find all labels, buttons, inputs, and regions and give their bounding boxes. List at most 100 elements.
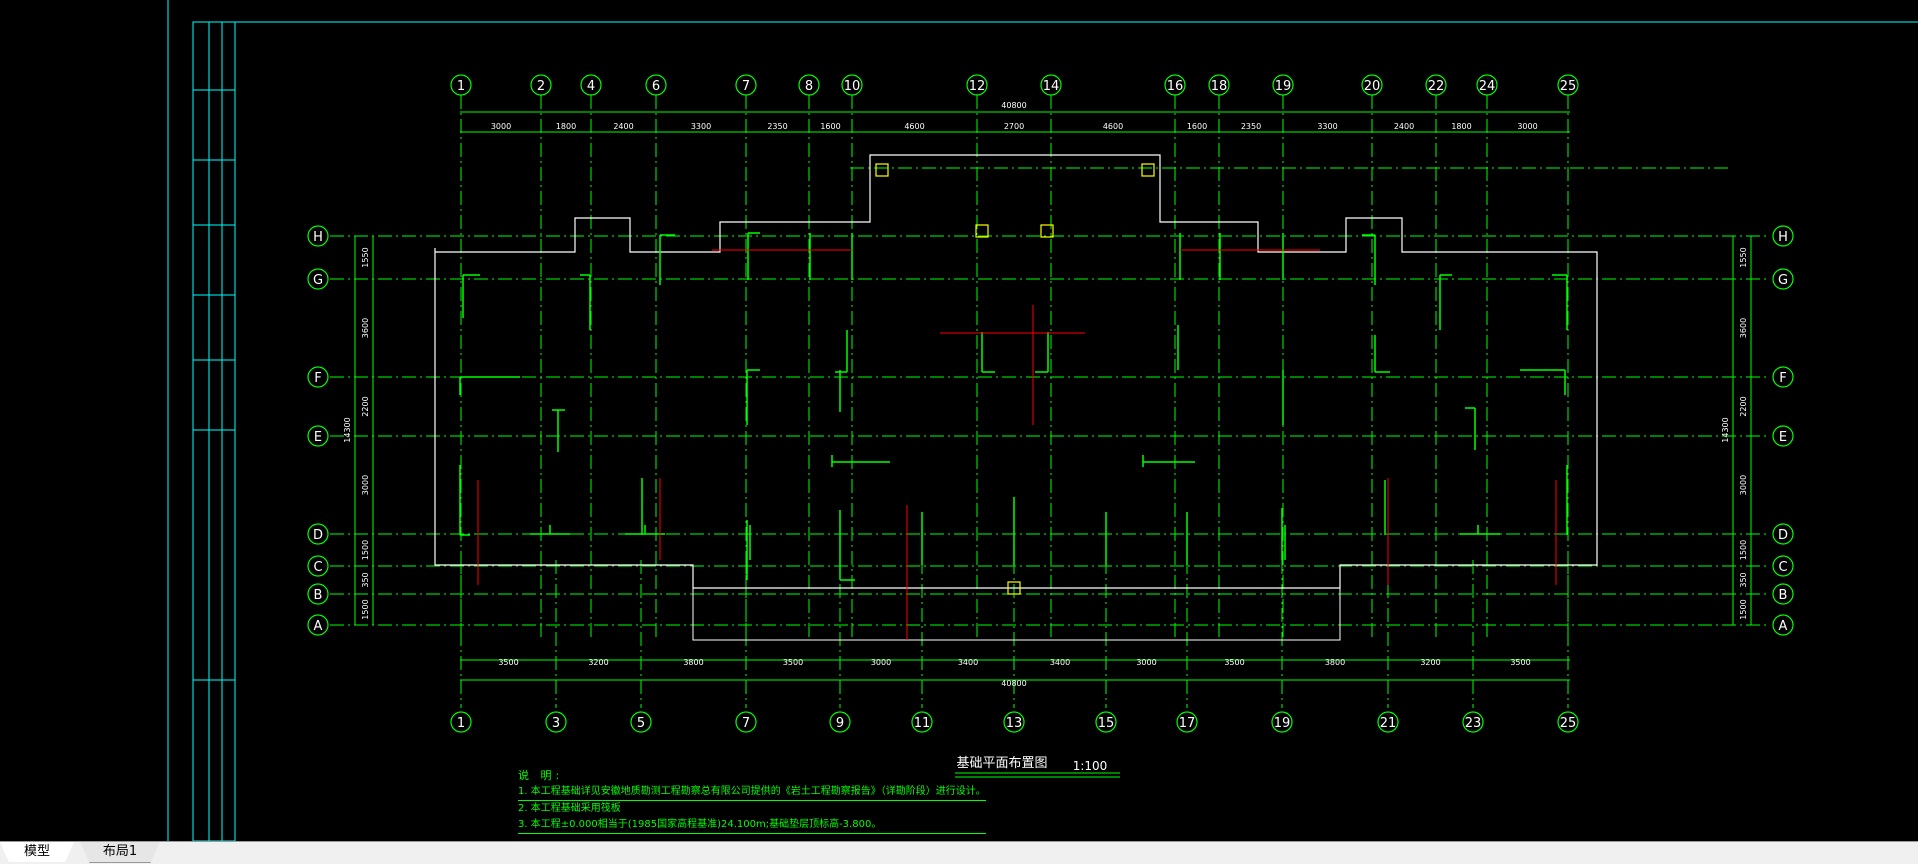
axis-right-E: E — [1772, 425, 1794, 447]
wall-12 — [1439, 274, 1452, 330]
wall-14 — [459, 376, 520, 395]
left-total-dimension: 14300 — [343, 417, 352, 442]
column-3 — [975, 224, 989, 238]
axis-top-18: 18 — [1208, 74, 1230, 96]
axis-left-C: C — [307, 555, 329, 577]
svg-text:2: 2 — [537, 79, 545, 94]
svg-text:D: D — [313, 528, 323, 543]
svg-text:10: 10 — [844, 79, 861, 94]
axis-top-4: 4 — [580, 74, 602, 96]
dimension-label: 3800 — [1325, 658, 1345, 667]
column-5 — [1007, 581, 1021, 595]
drawing-title: 基础平面布置图 — [956, 756, 1047, 771]
axis-bottom-13: 13 — [1003, 711, 1025, 733]
dimension-lines — [354, 111, 1752, 681]
svg-text:12: 12 — [969, 79, 986, 94]
dimension-label: 3600 — [361, 318, 370, 338]
vertical-axis-lines — [460, 95, 1569, 708]
axis-bottom-23: 23 — [1462, 711, 1484, 733]
axis-bottom-17: 17 — [1176, 711, 1198, 733]
axis-bottom-7: 7 — [735, 711, 757, 733]
dimension-label: 3500 — [498, 658, 518, 667]
dimension-label: 1550 — [361, 247, 370, 267]
svg-text:1: 1 — [457, 716, 465, 731]
svg-text:E: E — [1779, 430, 1787, 445]
axis-top-20: 20 — [1361, 74, 1383, 96]
dimension-label: 3000 — [1136, 658, 1156, 667]
dimension-label: 3300 — [1317, 122, 1337, 131]
column-4 — [1040, 224, 1054, 238]
wall-3 — [659, 234, 675, 285]
wall-7 — [835, 330, 848, 373]
svg-text:15: 15 — [1098, 716, 1115, 731]
svg-text:8: 8 — [805, 79, 813, 94]
tab-model[interactable]: 模型 — [0, 842, 74, 862]
wall-30 — [839, 510, 855, 581]
svg-text:3: 3 — [552, 716, 560, 731]
axis-top-24: 24 — [1476, 74, 1498, 96]
svg-text:18: 18 — [1211, 79, 1228, 94]
svg-text:C: C — [313, 560, 322, 575]
note-3: 3. 本工程±0.000相当于(1985国家高程基准)24.100m;基础垫层顶… — [518, 817, 986, 834]
axis-bottom-11: 11 — [911, 711, 933, 733]
dimension-label: 4600 — [904, 122, 924, 131]
axis-right-H: H — [1772, 225, 1794, 247]
axis-right-G: G — [1772, 268, 1794, 290]
axis-top-1: 1 — [450, 74, 472, 96]
dimension-label: 2700 — [1004, 122, 1024, 131]
axis-bottom-15: 15 — [1095, 711, 1117, 733]
dimension-label: 3000 — [1517, 122, 1537, 131]
axis-bottom-3: 3 — [545, 711, 567, 733]
drawing-scale: 1:100 — [1073, 759, 1108, 773]
svg-text:20: 20 — [1364, 79, 1381, 94]
svg-text:22: 22 — [1428, 79, 1445, 94]
svg-text:B: B — [314, 588, 323, 603]
axis-top-25: 25 — [1557, 74, 1579, 96]
dimension-label: 3500 — [783, 658, 803, 667]
axis-left-E: E — [307, 425, 329, 447]
axis-right-F: F — [1772, 366, 1794, 388]
wall-1 — [462, 274, 480, 318]
dimension-label: 3400 — [958, 658, 978, 667]
dimension-label: 350 — [361, 572, 370, 587]
axis-right-A: A — [1772, 614, 1794, 636]
wall-4 — [747, 232, 760, 280]
dimension-label: 3200 — [588, 658, 608, 667]
wall-26 — [1142, 455, 1195, 467]
dimension-label: 1800 — [1451, 122, 1471, 131]
building-outline — [434, 154, 1598, 589]
wall-2 — [580, 274, 591, 330]
wall-40 — [1460, 525, 1500, 535]
axis-top-6: 6 — [645, 74, 667, 96]
dimension-label: 3600 — [1739, 318, 1748, 338]
notes-title: 说 明: — [518, 769, 564, 782]
axis-top-19: 19 — [1272, 74, 1294, 96]
dimension-label: 3000 — [491, 122, 511, 131]
dimension-label: 350 — [1739, 572, 1748, 587]
svg-text:13: 13 — [1006, 716, 1023, 731]
svg-text:F: F — [314, 371, 321, 386]
bottom-total-dimension: 40800 — [1001, 679, 1026, 688]
wall-18 — [981, 332, 995, 373]
wall-25 — [831, 455, 890, 467]
dimension-label: 3500 — [1510, 658, 1530, 667]
dimension-label: 3500 — [1224, 658, 1244, 667]
svg-text:G: G — [1778, 273, 1788, 288]
dimension-label: 3200 — [1420, 658, 1440, 667]
svg-text:25: 25 — [1560, 79, 1577, 94]
tab-layout1[interactable]: 布局1 — [80, 842, 160, 863]
svg-text:B: B — [1779, 588, 1788, 603]
column-markers — [875, 163, 1155, 595]
svg-text:H: H — [1778, 230, 1788, 245]
svg-text:19: 19 — [1275, 79, 1292, 94]
wall-23 — [1465, 407, 1476, 450]
axis-bottom-19: 19 — [1271, 711, 1293, 733]
axis-left-D: D — [307, 523, 329, 545]
wall-24 — [1520, 369, 1566, 395]
wall-39 — [625, 525, 665, 535]
axis-bottom-9: 9 — [829, 711, 851, 733]
axis-left-G: G — [307, 268, 329, 290]
dimension-label: 2350 — [1241, 122, 1261, 131]
dimension-label: 1800 — [556, 122, 576, 131]
